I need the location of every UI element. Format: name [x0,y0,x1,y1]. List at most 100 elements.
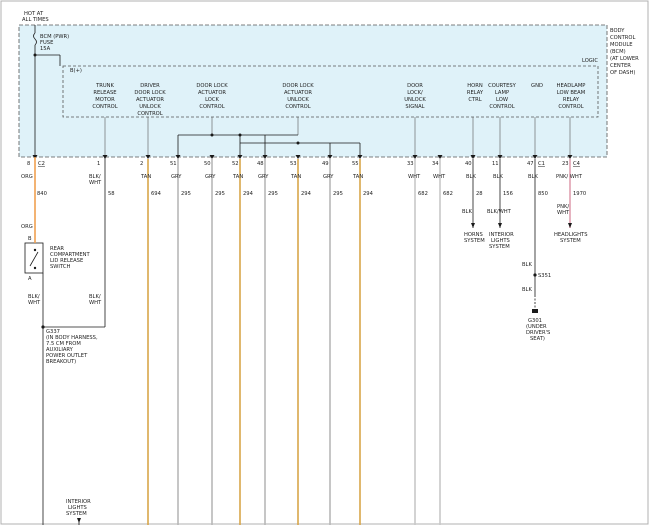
wire-circuit-pin-52: 294 [243,191,254,197]
gnd-blk-label-1: BLK [522,262,532,268]
ground-g301-line2: (UNDER [526,324,547,330]
wire-color-pin-49: GRY [323,174,334,180]
fuse-symbol [33,32,37,46]
function-label-2-line-3: CONTROL [199,104,224,110]
interior-lights-right-line1: INTERIOR [489,232,514,238]
function-label-3-line-2: UNLOCK [287,97,309,103]
trunk-color-line1-upper: BLK/ [89,174,101,180]
switch-contact-bottom [33,266,37,270]
wire-circuit-pin-2: 694 [151,191,162,197]
splice-note-line4: AUXILIARY [46,347,74,353]
hot-at-all-times-label-line1: HOT AT [24,11,44,17]
wire-color-pin-50: GRY [205,174,216,180]
switch-blade [29,251,39,267]
function-label-6-line-0: COURTESY [488,83,516,89]
wire-color-pin-40: BLK [466,174,476,180]
ground-g301-symbol [532,309,538,313]
connector-C1: C1 [538,161,545,167]
pin-number-53: 53 [290,161,297,167]
courtesy-arrow [498,223,502,228]
pin-number-33: 33 [407,161,414,167]
wire-color-pin-2: TAN [140,174,151,180]
wire-circuit-pin-50: 295 [215,191,225,197]
headlamp-color-line1: PNK/ [557,204,569,210]
splice-s351-dot [533,273,537,277]
pin-marker-23 [567,155,573,159]
wire-circuit-pin-55: 294 [363,191,374,197]
function-label-4-line-1: LOCK/ [407,90,423,96]
interior-lights-bottom-line2: LIGHTS [68,505,87,511]
wire-color-pin-33: WHT [408,174,421,180]
switch-out-color-line1: BLK/ [28,294,40,300]
function-label-3-line-1: ACTUATOR [284,90,312,96]
headlamp-color-line2: WHT [557,210,570,216]
bcm-label-line2: CONTROL [610,35,635,41]
pin-number-2: 2 [140,161,143,167]
switch-label-line2: COMPARTMENT [50,252,91,258]
switch-pin-b: B [28,236,32,242]
function-label-4-line-0: DOOR [407,83,423,89]
splice-g337-dot [41,325,45,329]
function-label-6-line-3: CONTROL [489,104,514,110]
pin-marker-33 [412,155,418,159]
splice-note-line5: POWER OUTLET [46,353,88,359]
headlamp-arrow [568,223,572,228]
pin-marker-50 [209,155,215,159]
horn-system-line2: SYSTEM [464,238,485,244]
pin-number-11: 11 [492,161,499,167]
courtesy-blk-wht-label: BLK/WHT [487,209,512,215]
function-label-8-line-1: LOW BEAM [557,90,585,96]
function-label-4-line-2: UNLOCK [404,97,426,103]
logic-label: LOGIC [582,58,598,64]
trunk-lid-release-switch [24,242,44,274]
fuse-label-line3: 15A [40,46,51,52]
trunk-color-line2-lower: WHT [89,300,102,306]
ground-g301-line1: G301 [528,318,542,324]
pin-number-47: 47 [527,161,534,167]
switch-contact-top [33,248,37,252]
org-color-label-2: ORG [21,224,33,230]
function-label-0-line-0: TRUNK [95,83,114,89]
lock-bus-dot-1 [210,133,214,137]
wire-color-pin-34: WHT [433,174,446,180]
pin-marker-52 [237,155,243,159]
connector-C2: C2 [38,161,45,167]
bcm-label-line1: BODY [610,28,625,34]
splice-note-line2: (IN BODY HARNESS, [46,335,98,341]
function-label-1-line-1: DOOR LOCK [134,90,166,96]
headlights-system-line1: HEADLIGHTS [554,232,588,238]
pin-number-52: 52 [232,161,239,167]
wire-circuit-pin-51: 295 [181,191,191,197]
fuse-label-line2: FUSE [40,40,53,46]
pin-marker-55 [357,155,363,159]
switch-label-line4: SWITCH [50,264,70,270]
lock-bus-dot-3 [296,141,300,145]
function-label-7-line-0: GND [531,83,543,89]
trunk-color-line1-lower: BLK/ [89,294,101,300]
wire-color-pin-52: TAN [232,174,243,180]
wire-color-pin-55: TAN [352,174,363,180]
splice-note-line6: BREAKOUT) [46,359,76,365]
trunk-circuit-58: 58 [108,191,115,197]
pin-marker-34 [437,155,443,159]
bcm-logic-box [62,65,599,118]
pin-number-23: 23 [562,161,569,167]
interior-lights-bottom-line3: SYSTEM [66,511,87,517]
b-plus-label: B(+) [70,68,82,74]
ground-g301-line4: SEAT) [530,336,545,342]
wire-circuit-pin-48: 295 [268,191,278,197]
function-label-6-line-1: LAMP [495,90,509,96]
bcm-label-line7: OF DASH) [610,70,635,76]
pin-number-1: 1 [97,161,100,167]
function-label-2-line-0: DOOR LOCK [196,83,228,89]
function-label-3-line-3: CONTROL [285,104,310,110]
wire-circuit-pin-53: 294 [301,191,312,197]
headlights-system-line2: SYSTEM [560,238,581,244]
bcm-module-box [18,24,608,158]
connector-C4: C4 [573,161,581,167]
function-label-0-line-2: MOTOR [95,97,115,103]
pin-number-50: 50 [204,161,211,167]
function-label-5-line-2: CTRL [468,97,481,103]
switch-label-line3: LID RELEASE [50,258,83,264]
